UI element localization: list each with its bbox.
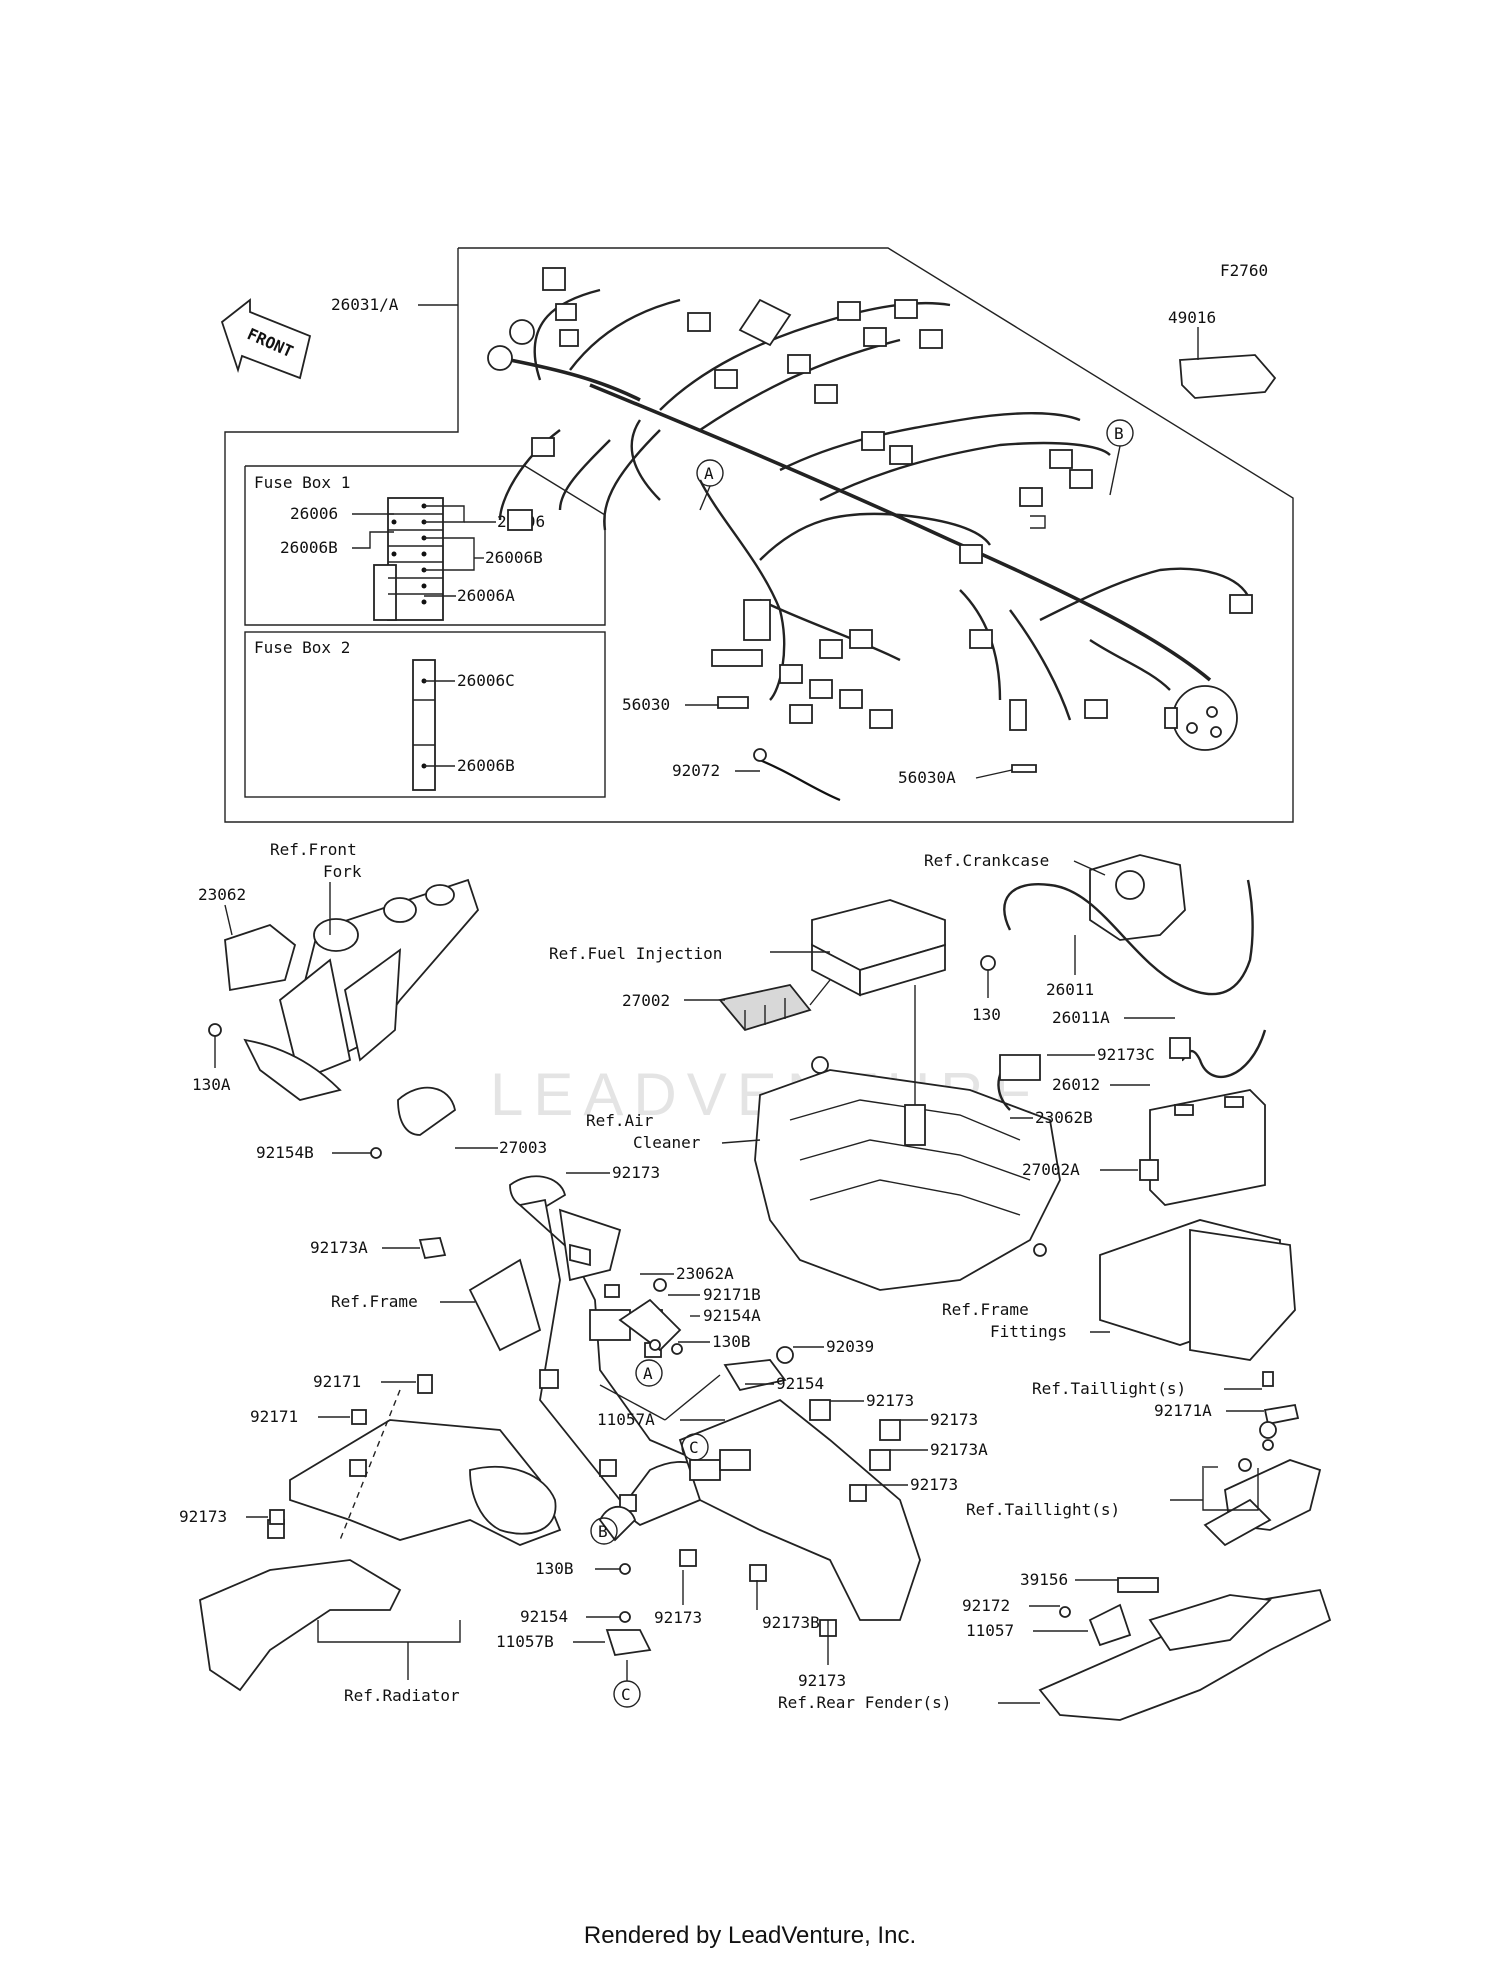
label-27003: 27003: [499, 1138, 547, 1157]
main-wiring-harness: [487, 267, 1277, 802]
label-26031a: 26031/A: [331, 295, 399, 314]
label-fork: Fork: [323, 862, 362, 881]
fuse-box-2: Fuse Box 2 26006C 26006B: [244, 631, 606, 798]
label-92173a-right: 92173A: [930, 1440, 988, 1459]
fuse-26006b-left: 26006B: [280, 538, 338, 557]
label-ref-crankcase: Ref.Crankcase: [924, 851, 1049, 870]
label-27002: 27002: [622, 991, 670, 1010]
taillight-group: [1038, 1371, 1332, 1721]
front-fork-group: [208, 878, 480, 1136]
callout-a-frame: A: [635, 1359, 663, 1387]
label-92072: 92072: [672, 761, 720, 780]
callout-c-frame: C: [681, 1433, 709, 1461]
fuse-26006a: 26006A: [457, 586, 515, 605]
label-11057a: 11057A: [597, 1410, 655, 1429]
label-ref-front: Ref.Front: [270, 840, 357, 859]
label-ref-rear-fender: Ref.Rear Fender(s): [778, 1693, 951, 1712]
label-26011a: 26011A: [1052, 1008, 1110, 1027]
label-92173-right-1: 92173: [866, 1391, 914, 1410]
label-27002a: 27002A: [1022, 1160, 1080, 1179]
label-92154a: 92154A: [703, 1306, 761, 1325]
ecu-group: [718, 899, 946, 1032]
label-92039: 92039: [826, 1337, 874, 1356]
label-ref-frame: Ref.Frame: [331, 1292, 418, 1311]
label-ref-taillight-1: Ref.Taillight(s): [1032, 1379, 1186, 1398]
label-ref-radiator: Ref.Radiator: [344, 1686, 460, 1705]
fuse-26006b-right: 26006B: [485, 548, 543, 567]
label-130a: 130A: [192, 1075, 231, 1094]
label-92173-left: 92173: [179, 1507, 227, 1526]
label-ref-frame-fittings-1: Ref.Frame: [942, 1300, 1029, 1319]
svg-text:B: B: [1114, 424, 1124, 443]
callout-a-harness: A: [696, 459, 724, 511]
label-23062b: 23062B: [1035, 1108, 1093, 1127]
label-92173a-frame: 92173A: [310, 1238, 368, 1257]
harness-outline: [224, 247, 1294, 823]
label-56030a: 56030A: [898, 768, 956, 787]
label-92172: 92172: [962, 1596, 1010, 1615]
label-92171-2: 92171: [250, 1407, 298, 1426]
fuse-box-1: Fuse Box 1 26006 26006B 26006 26006B 260…: [244, 465, 606, 626]
fuse-box-2-title: Fuse Box 2: [254, 638, 350, 657]
label-130: 130: [972, 1005, 1001, 1024]
label-26011: 26011: [1046, 980, 1094, 999]
label-11057b: 11057B: [496, 1632, 554, 1651]
label-92173-frame-top: 92173: [612, 1163, 660, 1182]
svg-text:C: C: [689, 1438, 699, 1457]
label-92173-rear: 92173: [798, 1671, 846, 1690]
label-39156: 39156: [1020, 1570, 1068, 1589]
battery-cable-group: [980, 854, 1296, 1361]
fuse-block-1: [387, 497, 444, 621]
label-92173-bottom-center: 92173: [654, 1608, 702, 1627]
label-11057: 11057: [966, 1621, 1014, 1640]
label-130b-top: 130B: [712, 1332, 751, 1351]
label-ref-taillight-2: Ref.Taillight(s): [966, 1500, 1120, 1519]
label-ref-air: Ref.Air: [586, 1111, 654, 1130]
front-arrow-icon: FRONT: [220, 298, 312, 380]
callout-c-bottom: C: [613, 1660, 641, 1708]
label-92173b: 92173B: [762, 1613, 820, 1632]
label-23062a: 23062A: [676, 1264, 734, 1283]
label-56030: 56030: [622, 695, 670, 714]
fuse-box-1-title: Fuse Box 1: [254, 473, 350, 492]
callout-b-frame: B: [590, 1517, 618, 1545]
figure-code: F2760: [1220, 261, 1268, 280]
svg-text:A: A: [643, 1364, 653, 1383]
label-92154b: 92154B: [256, 1143, 314, 1162]
frame-group: [468, 1175, 921, 1637]
fuse-block-2: [412, 659, 436, 791]
label-ref-fuel-injection: Ref.Fuel Injection: [549, 944, 722, 963]
svg-text:A: A: [704, 464, 714, 483]
label-fittings: Fittings: [990, 1322, 1067, 1341]
label-92171b: 92171B: [703, 1285, 761, 1304]
label-92173-right-2: 92173: [930, 1410, 978, 1429]
label-130b-bottom: 130B: [535, 1559, 574, 1578]
fuse-26006-left: 26006: [290, 504, 338, 523]
label-92154-bottom: 92154: [520, 1607, 568, 1626]
svg-text:C: C: [621, 1685, 631, 1704]
svg-text:B: B: [598, 1522, 608, 1541]
label-23062: 23062: [198, 885, 246, 904]
label-92173c: 92173C: [1097, 1045, 1155, 1064]
label-92171a: 92171A: [1154, 1401, 1212, 1420]
label-92171-1: 92171: [313, 1372, 361, 1391]
radiator-guard-group: [199, 1374, 562, 1692]
fuse-26006c: 26006C: [457, 671, 515, 690]
label-26012: 26012: [1052, 1075, 1100, 1094]
fuse-26006b-box2: 26006B: [457, 756, 515, 775]
harness-round-connector: [1172, 685, 1238, 751]
part-49016-shape: [1179, 354, 1277, 399]
air-cleaner-group: [754, 985, 1061, 1291]
footer-credit: Rendered by LeadVenture, Inc.: [583, 1922, 917, 1949]
label-cleaner: Cleaner: [633, 1133, 701, 1152]
label-49016: 49016: [1168, 308, 1216, 327]
label-92154: 92154: [776, 1374, 824, 1393]
label-92173-right-3: 92173: [910, 1475, 958, 1494]
callout-b-harness: B: [1106, 419, 1134, 496]
